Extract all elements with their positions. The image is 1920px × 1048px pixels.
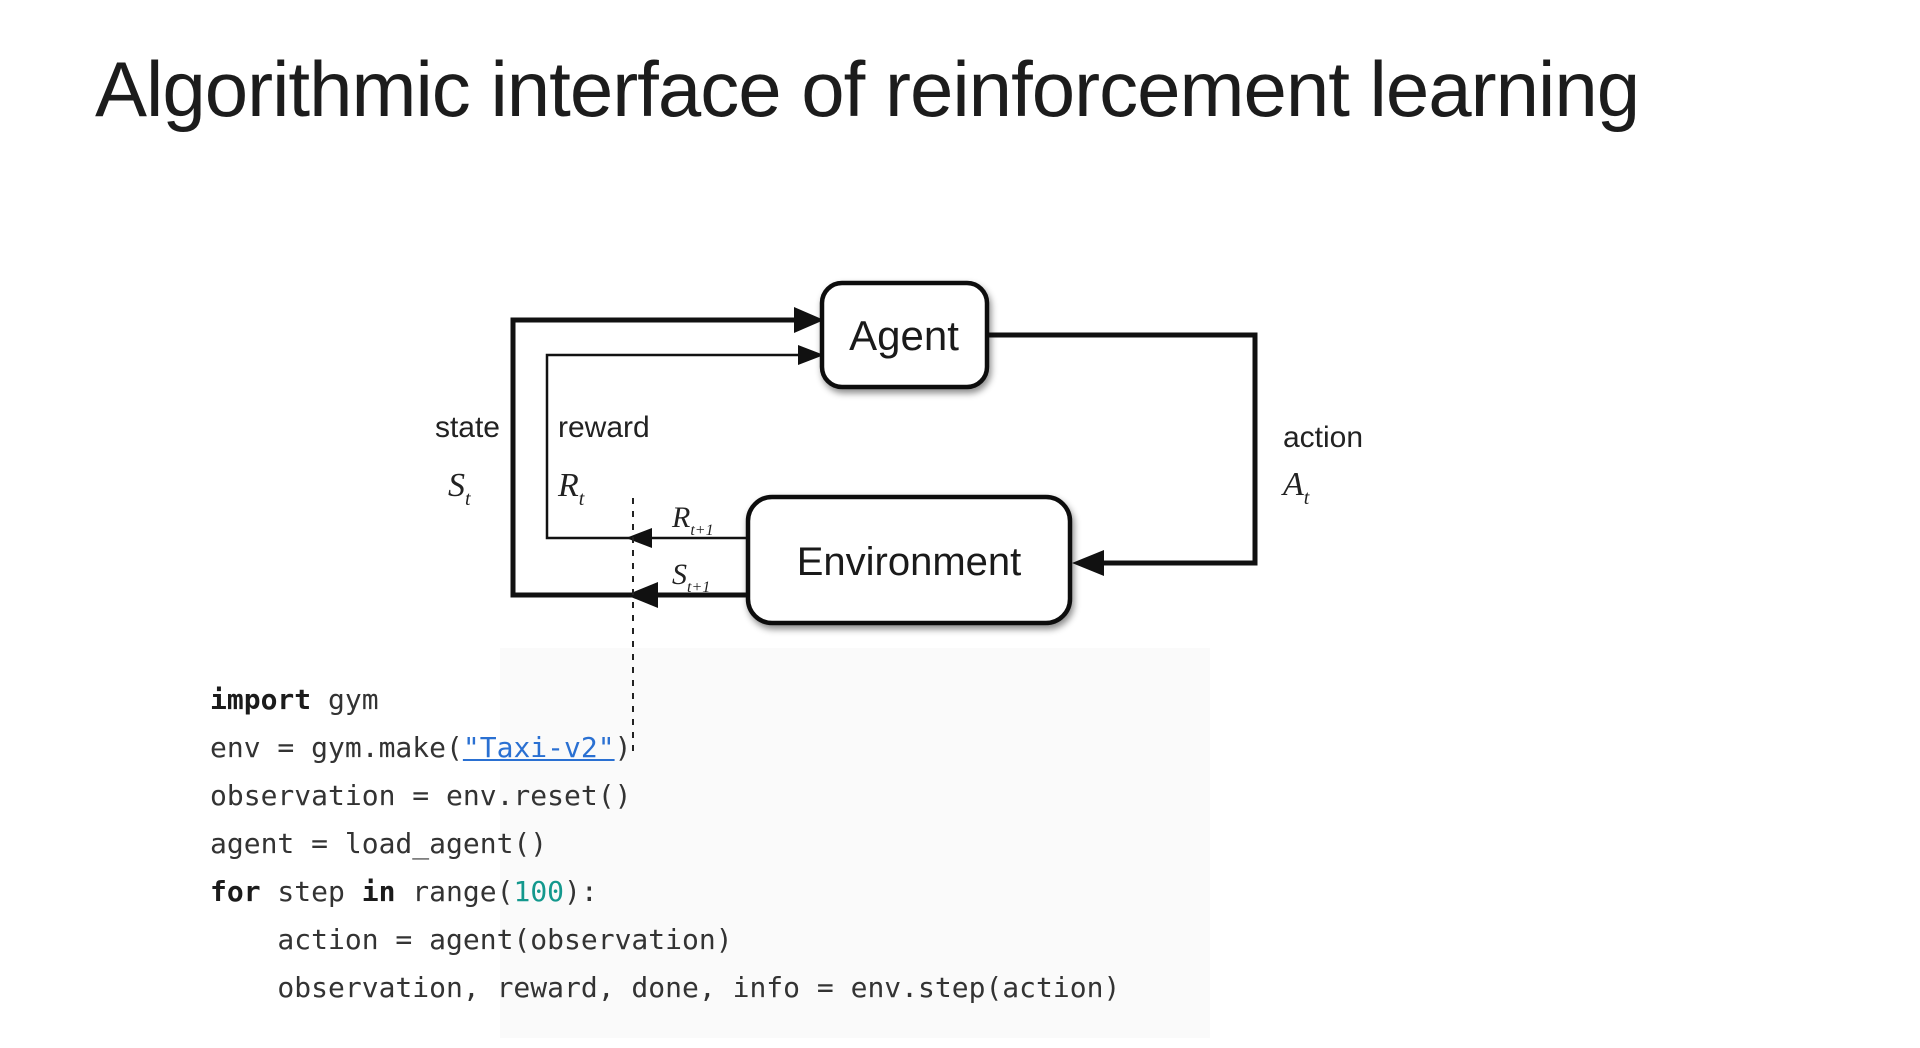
code-token: 100 xyxy=(513,875,565,908)
code-token: ) xyxy=(614,731,632,764)
code-token: gym xyxy=(311,683,379,716)
code-line: action = agent(observation) xyxy=(210,916,1120,964)
code-line: import gym xyxy=(210,676,1120,724)
code-token: observation = env.reset() xyxy=(210,779,632,812)
environment-box xyxy=(745,494,1073,626)
environment-box-label: Environment xyxy=(797,540,1022,584)
code-token: import xyxy=(210,683,312,716)
action-label: action xyxy=(1283,421,1363,454)
code-token: range( xyxy=(395,875,514,908)
code-background xyxy=(500,648,1210,1038)
code-line: for step in range(100): xyxy=(210,868,1120,916)
agent-box xyxy=(819,280,990,390)
code-line: agent = load_agent() xyxy=(210,820,1120,868)
state-symbol: St xyxy=(448,467,471,510)
code-token: step xyxy=(260,875,362,908)
next-reward-symbol: Rt+1 xyxy=(671,501,714,539)
code-token: ): xyxy=(564,875,598,908)
code-token: in xyxy=(361,875,396,908)
code-line: env = gym.make("Taxi-v2") xyxy=(210,724,1120,772)
reward-loop-line xyxy=(545,345,824,548)
next-state-symbol: St+1 xyxy=(672,558,710,596)
state-label: state xyxy=(435,411,500,444)
taxi-v2-link[interactable]: "Taxi-v2" xyxy=(462,731,615,764)
code-token: observation, reward, done, info = env.st… xyxy=(210,971,1121,1004)
code-token: for xyxy=(210,875,261,908)
code-token: agent = load_agent() xyxy=(210,827,548,860)
agent-box-label: Agent xyxy=(849,312,959,359)
code-token: action = agent(observation) xyxy=(210,923,733,956)
action-symbol: At xyxy=(1281,466,1310,509)
code-line: observation, reward, done, info = env.st… xyxy=(210,964,1120,1012)
action-loop-line xyxy=(987,332,1258,576)
state-loop-line xyxy=(510,307,824,608)
reward-symbol: Rt xyxy=(557,467,585,510)
code-line: observation = env.reset() xyxy=(210,772,1120,820)
code-token: env = gym.make( xyxy=(210,731,463,764)
slide-title: Algorithmic interface of reinforcement l… xyxy=(95,45,1640,133)
reward-label: reward xyxy=(558,411,650,444)
